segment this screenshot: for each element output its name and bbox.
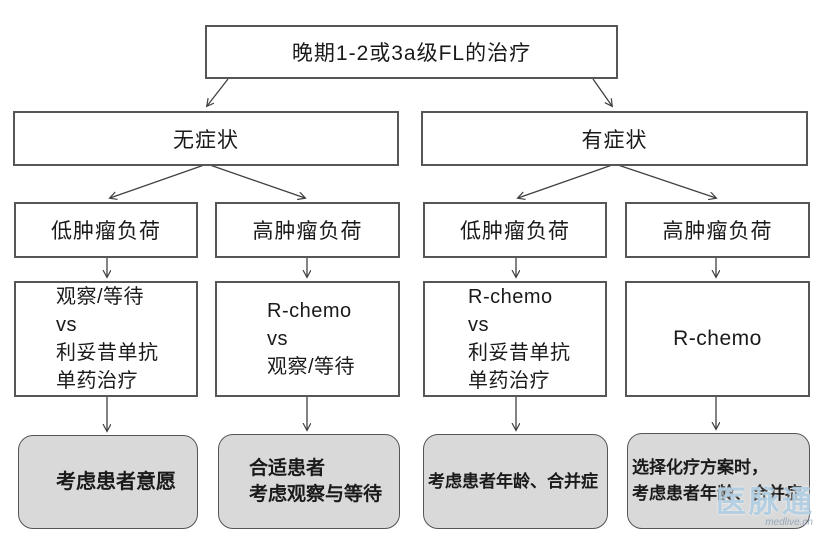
high-burden-label: 高肿瘤负荷 (662, 220, 773, 243)
outcome-line: 选择化疗方案时， (632, 458, 768, 477)
treatment-line: 利妥昔单抗 (468, 342, 571, 364)
outcome-consider-patient-wishes: 考虑患者意愿 (18, 435, 198, 529)
outcome-chemo-choice-age-comorbidity: 选择化疗方案时， 考虑患者年龄、合并症 (627, 433, 810, 529)
asymptomatic-label: 无症状 (173, 128, 239, 152)
outcome-line: 合适患者 (249, 457, 326, 479)
treatment-line: 利妥昔单抗 (56, 342, 159, 364)
node-symptomatic: 有症状 (421, 111, 808, 166)
node-low-burden-asymptomatic: 低肿瘤负荷 (14, 202, 198, 258)
outcome-line: 考虑观察与等待 (249, 483, 383, 505)
treatment-line: 单药治疗 (468, 370, 550, 392)
node-treatment-rchemo-vs-rituximab: R-chemo vs 利妥昔单抗 单药治疗 (423, 281, 607, 397)
node-root-title: 晚期1-2或3a级FL的治疗 (205, 25, 618, 79)
node-low-burden-symptomatic: 低肿瘤负荷 (423, 202, 607, 258)
treatment-line: R-chemo (468, 286, 553, 308)
node-treatment-rchemo-vs-watch: R-chemo vs 观察/等待 (215, 281, 400, 397)
node-treatment-rchemo: R-chemo (625, 281, 810, 397)
outcome-suitable-patients-watch-wait: 合适患者 考虑观察与等待 (218, 434, 400, 529)
symptomatic-label: 有症状 (581, 128, 648, 152)
treatment-line: vs (56, 314, 77, 336)
outcome-line: 考虑患者年龄、合并症 (428, 471, 598, 491)
treatment-line: vs (267, 328, 288, 350)
outcome-line: 考虑患者意愿 (56, 471, 176, 493)
node-asymptomatic: 无症状 (13, 111, 399, 166)
low-burden-label: 低肿瘤负荷 (460, 220, 570, 243)
treatment-line: 观察/等待 (56, 286, 145, 308)
outcome-line: 考虑患者年龄、合并症 (632, 484, 802, 503)
treatment-line: 单药治疗 (56, 370, 138, 392)
treatment-line: R-chemo (673, 327, 762, 350)
node-treatment-watch-vs-rituximab: 观察/等待 vs 利妥昔单抗 单药治疗 (14, 281, 198, 397)
node-high-burden-symptomatic: 高肿瘤负荷 (625, 202, 810, 258)
node-high-burden-asymptomatic: 高肿瘤负荷 (215, 202, 400, 258)
treatment-line: 观察/等待 (267, 356, 356, 378)
treatment-line: R-chemo (267, 300, 352, 322)
outcome-consider-age-comorbidity: 考虑患者年龄、合并症 (423, 434, 608, 529)
high-burden-label: 高肿瘤负荷 (252, 220, 363, 243)
root-title-label: 晚期1-2或3a级FL的治疗 (291, 42, 532, 65)
treatment-line: vs (468, 314, 489, 336)
low-burden-label: 低肿瘤负荷 (51, 220, 161, 243)
